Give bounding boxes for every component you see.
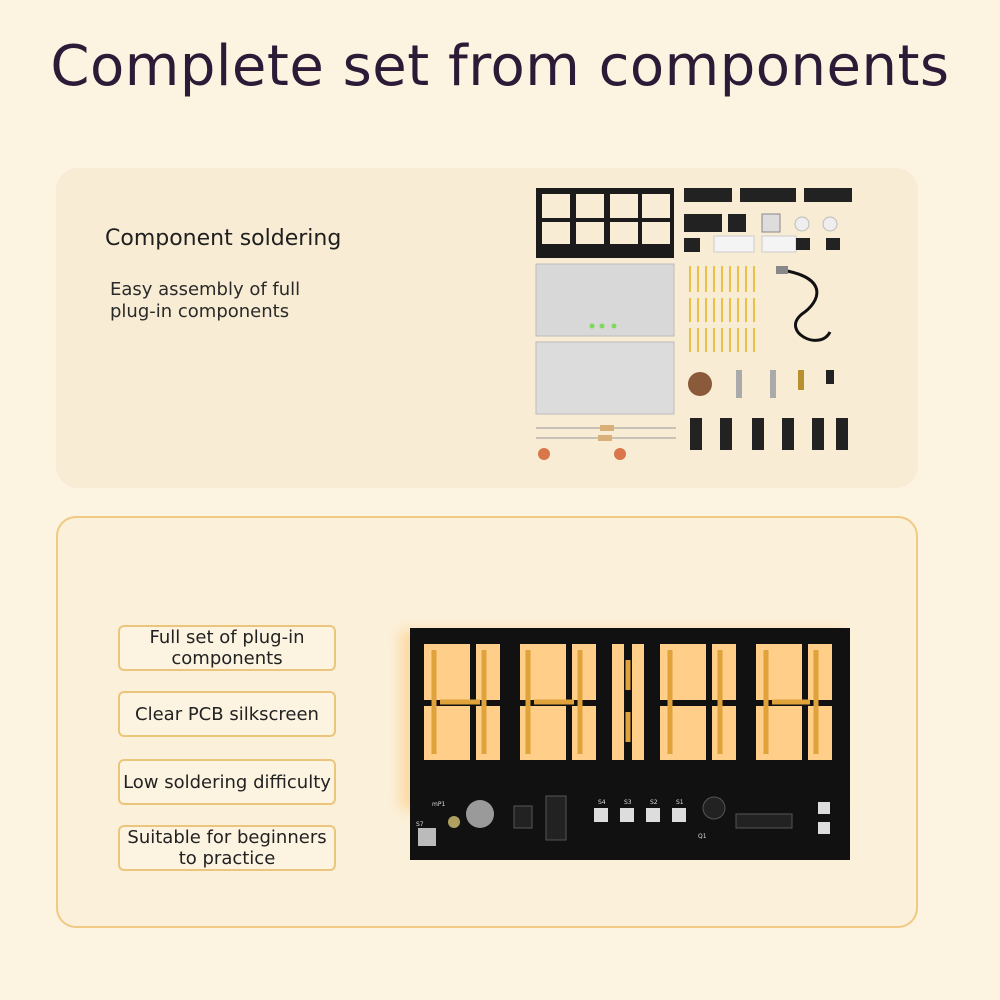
push-button-icon (594, 808, 686, 822)
ic-socket-icon (728, 214, 746, 232)
feature-badge: Suitable for beginners to practice (118, 825, 336, 871)
buzzer-icon (702, 796, 726, 820)
silkscreen-label: Q1 (698, 833, 707, 840)
section-description: Easy assembly of full plug-in components (110, 279, 301, 322)
silkscreen-label: S1 (676, 799, 684, 806)
capacitor-icon (538, 448, 550, 460)
ic-chip-icon (735, 813, 793, 829)
screw-icon (798, 370, 804, 390)
push-button-icon (690, 418, 848, 450)
feature-badge: Clear PCB silkscreen (118, 691, 336, 737)
silkscreen-label: S3 (624, 799, 632, 806)
feature-badge: Full set of plug-in components (118, 625, 336, 671)
silkscreen-label: S2 (650, 799, 658, 806)
led-strip-icon (689, 266, 755, 352)
capacitor-icon (614, 448, 626, 460)
pcb-board-icon (536, 188, 674, 258)
silkscreen-label: S7 (416, 821, 424, 828)
assembled-clock-board-image: S4 S3 S2 S1 S7 mP1 Q1 (400, 628, 850, 860)
silkscreen-label: S4 (598, 799, 606, 806)
ic-socket-icon (684, 188, 732, 202)
acrylic-panel-icon (535, 341, 675, 415)
feature-badge: Low soldering difficulty (118, 759, 336, 805)
silkscreen-label: mP1 (432, 801, 445, 808)
ic-chip-icon (545, 795, 567, 841)
screw-icon (736, 370, 742, 398)
acrylic-panel-icon (535, 263, 675, 337)
component-kit-image (535, 188, 852, 460)
section-heading: Component soldering (105, 226, 342, 251)
battery-icon (466, 800, 494, 828)
led-segments (431, 650, 819, 754)
resistor-icon (536, 425, 676, 441)
usb-cable-icon (781, 268, 832, 342)
screw-icon (770, 370, 776, 398)
ic-chip-icon (804, 188, 852, 202)
transistor-icon (826, 370, 834, 384)
battery-holder-icon (688, 372, 712, 396)
page-title: Complete set from components (50, 34, 950, 99)
ic-chip-icon (740, 188, 796, 202)
ic-socket-icon (684, 214, 722, 232)
digit-windows (424, 644, 832, 760)
